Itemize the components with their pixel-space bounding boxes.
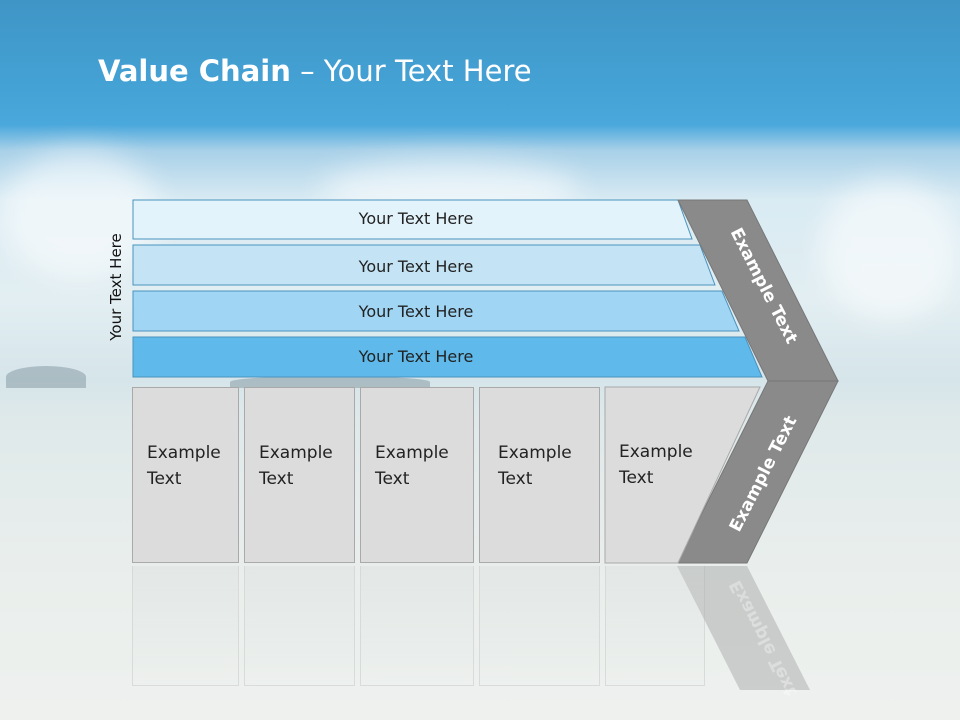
bar-shape-3 <box>132 290 740 332</box>
island-decoration <box>6 366 86 388</box>
bar-label-4: Your Text Here <box>358 347 474 366</box>
cloud-decoration <box>820 180 960 320</box>
box-shape-5 <box>604 386 761 564</box>
title-rest: – Your Text Here <box>290 54 532 88</box>
chevron-lower <box>676 380 839 564</box>
reflection-fill <box>605 566 705 686</box>
reflection-fill <box>360 566 474 686</box>
bar-shape-4 <box>132 336 763 378</box>
reflection-fill <box>244 566 355 686</box>
bar-label-3: Your Text Here <box>358 302 474 321</box>
chevron-reflection <box>677 566 810 690</box>
reflection-fill <box>479 566 600 686</box>
bar-shape-2 <box>132 244 716 286</box>
page-title: Value Chain – Your Text Here <box>98 54 532 88</box>
island-decoration <box>230 376 430 388</box>
reflection-fill <box>132 566 239 686</box>
title-bold: Value Chain <box>98 54 291 88</box>
bar-shape-1 <box>132 199 693 240</box>
bar-label-1: Your Text Here <box>358 209 474 228</box>
bar-label-2: Your Text Here <box>358 257 474 276</box>
